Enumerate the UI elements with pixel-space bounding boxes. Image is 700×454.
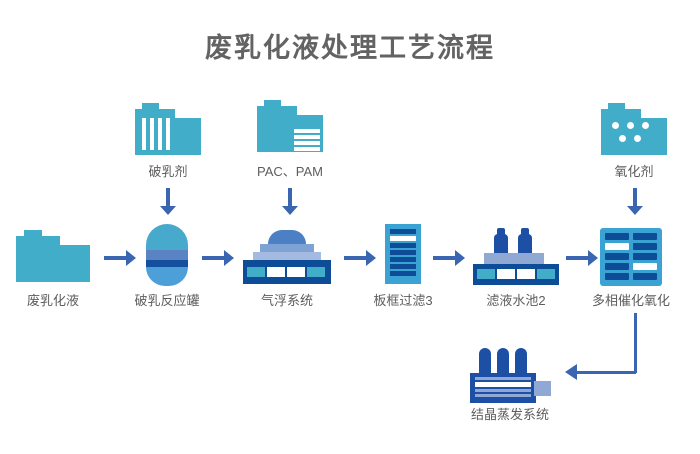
flotation-system-icon	[243, 230, 331, 284]
demulsifier-folder-icon	[135, 103, 201, 155]
catalytic-oxidation-icon	[600, 228, 662, 286]
down-arrow-oxidizer	[633, 188, 637, 206]
branch-connector-horizontal	[577, 371, 636, 374]
flow-label-catalytic-oxidation: 多相催化氧化	[591, 293, 670, 308]
flow-label-waste-emulsion: 废乳化液	[26, 293, 79, 308]
plate-filter-icon	[385, 224, 421, 284]
flow-arrow-3	[344, 256, 366, 260]
waste-emulsion-folder-icon	[16, 230, 90, 282]
branch-label-evaporator: 结晶蒸发系统	[470, 407, 549, 422]
flow-label-reaction-tank: 破乳反应罐	[134, 293, 200, 308]
flow-arrow-5	[566, 256, 588, 260]
flow-label-filtrate-pool: 滤液水池2	[486, 293, 546, 308]
branch-arrow-left	[565, 364, 577, 380]
flow-label-flotation: 气浮系统	[260, 293, 313, 308]
branch-connector-vertical	[634, 313, 637, 373]
pac-pam-folder-icon	[257, 100, 323, 152]
reaction-tank-icon	[146, 224, 188, 286]
evaporator-icon	[470, 348, 565, 403]
down-arrow-demulsifier	[166, 188, 170, 206]
input-label-oxidizer: 氧化剂	[614, 164, 654, 179]
flow-arrow-1	[104, 256, 126, 260]
flow-label-plate-filter: 板框过滤3	[373, 293, 433, 308]
flow-arrow-4	[433, 256, 455, 260]
filtrate-pool-icon	[473, 228, 559, 285]
input-label-demulsifier: 破乳剂	[148, 164, 188, 179]
flow-arrow-2	[202, 256, 224, 260]
input-label-pac-pam: PAC、PAM	[257, 164, 323, 179]
oxidizer-folder-icon	[601, 103, 667, 155]
down-arrow-pac-pam	[288, 188, 292, 206]
diagram-title: 废乳化液处理工艺流程	[205, 33, 495, 63]
